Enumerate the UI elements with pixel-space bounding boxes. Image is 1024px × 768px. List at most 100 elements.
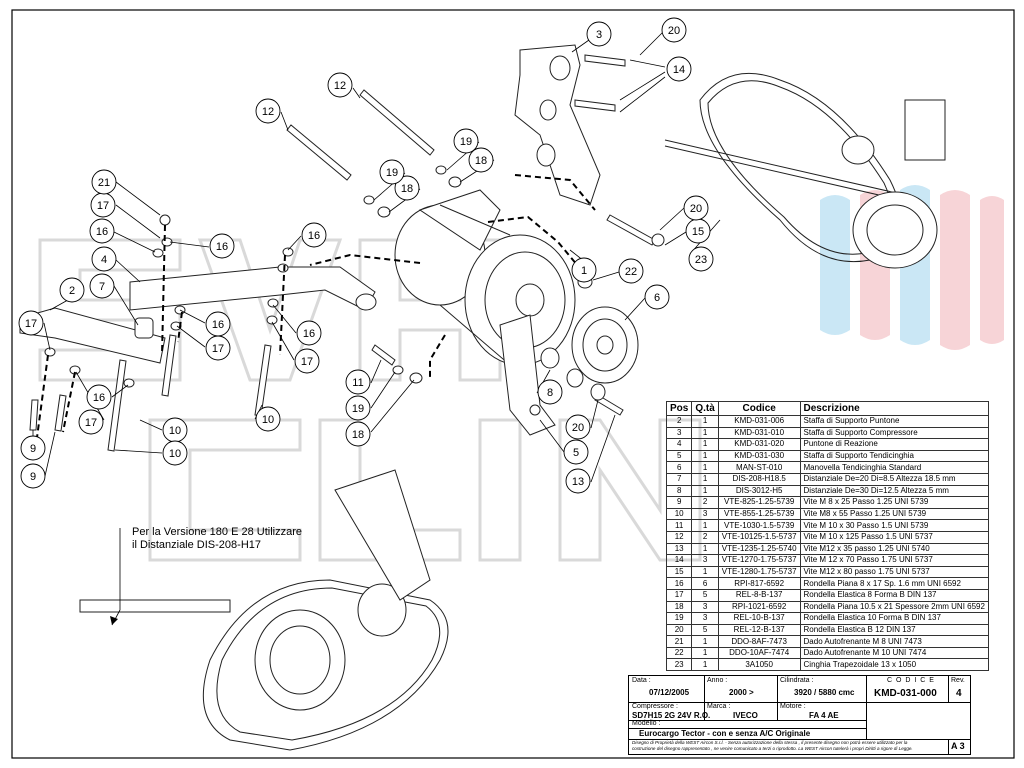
cell-descrizione: Manovella Tendicinghia Standard bbox=[799, 461, 989, 474]
cell-codice: DIS-3012-H5 bbox=[717, 484, 801, 498]
parts-table-header: Pos Q.tà Codice Descrizione bbox=[665, 401, 989, 416]
assembly-dashed-lines bbox=[35, 174, 596, 446]
callout-balloon: 16 bbox=[209, 233, 235, 259]
callout-balloon: 18 bbox=[468, 147, 494, 173]
cell-codice: VTE-10125-1.5-5737 bbox=[717, 530, 801, 544]
header-pos: Pos bbox=[665, 401, 693, 416]
callout-circle bbox=[86, 384, 112, 410]
cell-qta: 1 bbox=[691, 565, 719, 579]
rev-value: 4 bbox=[956, 688, 962, 699]
callout-number: 16 bbox=[96, 226, 108, 238]
callout-circle bbox=[296, 320, 322, 346]
cell-pos: 4 bbox=[665, 438, 693, 451]
cell-pos: 14 bbox=[665, 554, 693, 567]
cell-qta: 1 bbox=[691, 415, 719, 428]
cell-pos: 21 bbox=[665, 635, 693, 648]
modello-value: Eurocargo Tector - con e senza A/C Origi… bbox=[639, 729, 811, 738]
callout-balloon: 19 bbox=[453, 128, 479, 154]
version-note: Per la Versione 180 E 28 Utilizzare il D… bbox=[110, 526, 302, 626]
callout-number: 23 bbox=[695, 254, 707, 266]
cell-pos: 2 bbox=[665, 415, 693, 428]
cell-codice: REL-10-B-137 bbox=[717, 612, 801, 625]
callout-balloon: 11 bbox=[345, 369, 371, 395]
callout-balloon: 10 bbox=[162, 417, 188, 443]
cell-pos: 16 bbox=[665, 577, 693, 590]
callout-circle bbox=[89, 218, 115, 244]
cell-codice: DDO-10AF-7474 bbox=[717, 646, 801, 660]
callout-balloon: 15 bbox=[685, 218, 711, 244]
cell-qta: 1 bbox=[691, 449, 719, 463]
callout-balloon: 12 bbox=[255, 98, 281, 124]
callout-circle bbox=[453, 128, 479, 154]
cell-qta: 1 bbox=[691, 438, 719, 451]
cell-qta: 2 bbox=[691, 496, 719, 509]
callout-number: 12 bbox=[262, 106, 274, 118]
callout-circle bbox=[345, 421, 371, 447]
callout-number: 10 bbox=[262, 414, 274, 426]
cell-descrizione: Vite M 8 x 25 Passo 1.25 UNI 5739 bbox=[799, 496, 989, 509]
sheet-border bbox=[11, 9, 1015, 759]
callout-number: 16 bbox=[216, 241, 228, 253]
callout-balloon: 12 bbox=[327, 72, 353, 98]
cell-descrizione: Vite M12 x 35 passo 1.25 UNI 5740 bbox=[799, 542, 989, 556]
callout-circle bbox=[255, 406, 281, 432]
callout-circle bbox=[89, 273, 115, 299]
callout-circle bbox=[20, 435, 46, 461]
header-qta: Q.tà bbox=[691, 401, 719, 416]
callout-number: 20 bbox=[668, 25, 680, 37]
callout-circle bbox=[345, 395, 371, 421]
callout-number: 17 bbox=[25, 318, 37, 330]
callout-circle bbox=[586, 21, 612, 47]
compressor-support-bracket bbox=[514, 44, 601, 206]
cell-pos: 11 bbox=[665, 519, 693, 532]
callout-number: 22 bbox=[625, 266, 637, 278]
rev-label: Rev. bbox=[951, 677, 965, 684]
cell-qta: 5 bbox=[691, 623, 719, 637]
callout-number: 3 bbox=[596, 29, 602, 41]
cell-pos: 5 bbox=[665, 449, 693, 463]
cell-descrizione: Staffa di Supporto Tendicinghia bbox=[799, 449, 989, 463]
callout-number: 17 bbox=[85, 417, 97, 429]
callout-number: 5 bbox=[573, 447, 579, 459]
callout-number: 16 bbox=[212, 319, 224, 331]
cell-descrizione: Rondella Piana 8 x 17 Sp. 1.6 mm UNI 659… bbox=[799, 577, 989, 590]
cell-qta: 1 bbox=[691, 484, 719, 498]
cell-codice: MAN-ST-010 bbox=[717, 461, 801, 474]
callout-number: 19 bbox=[352, 403, 364, 415]
callout-number: 2 bbox=[69, 285, 75, 297]
codice-value: KMD-031-000 bbox=[874, 688, 937, 699]
cell-qta: 1 bbox=[691, 658, 719, 672]
cell-codice: DDO-8AF-7473 bbox=[717, 635, 801, 648]
cell-qta: 1 bbox=[691, 519, 719, 532]
callout-balloon: 3 bbox=[586, 21, 612, 47]
cell-codice: REL-8-B-137 bbox=[717, 588, 801, 602]
cell-pos: 17 bbox=[665, 588, 693, 602]
header-codice: Codice bbox=[717, 401, 801, 416]
cell-qta: 1 bbox=[691, 472, 719, 486]
data-label: Data : bbox=[632, 677, 651, 684]
callout-balloon: 19 bbox=[345, 395, 371, 421]
callout-number: 14 bbox=[673, 64, 685, 76]
belt-assembly-view bbox=[664, 72, 946, 269]
callout-circle bbox=[91, 246, 117, 272]
cell-descrizione: Rondella Elastica 8 Forma B DIN 137 bbox=[799, 588, 989, 602]
callout-balloon: 18 bbox=[345, 421, 371, 447]
callout-balloon: 17 bbox=[205, 335, 231, 361]
callout-number: 17 bbox=[301, 356, 313, 368]
callout-circle bbox=[59, 277, 85, 303]
title-block: Data : 07/12/2005 Anno : 2000 > Cilindra… bbox=[628, 675, 971, 755]
bolts bbox=[29, 54, 656, 452]
callout-balloon: 9 bbox=[20, 463, 46, 489]
cell-descrizione: Dado Autofrenante M 8 UNI 7473 bbox=[799, 635, 989, 648]
callout-circle bbox=[537, 379, 563, 405]
cell-pos: 8 bbox=[665, 484, 693, 498]
callout-balloon: 8 bbox=[537, 379, 563, 405]
callout-balloon: 17 bbox=[294, 348, 320, 374]
